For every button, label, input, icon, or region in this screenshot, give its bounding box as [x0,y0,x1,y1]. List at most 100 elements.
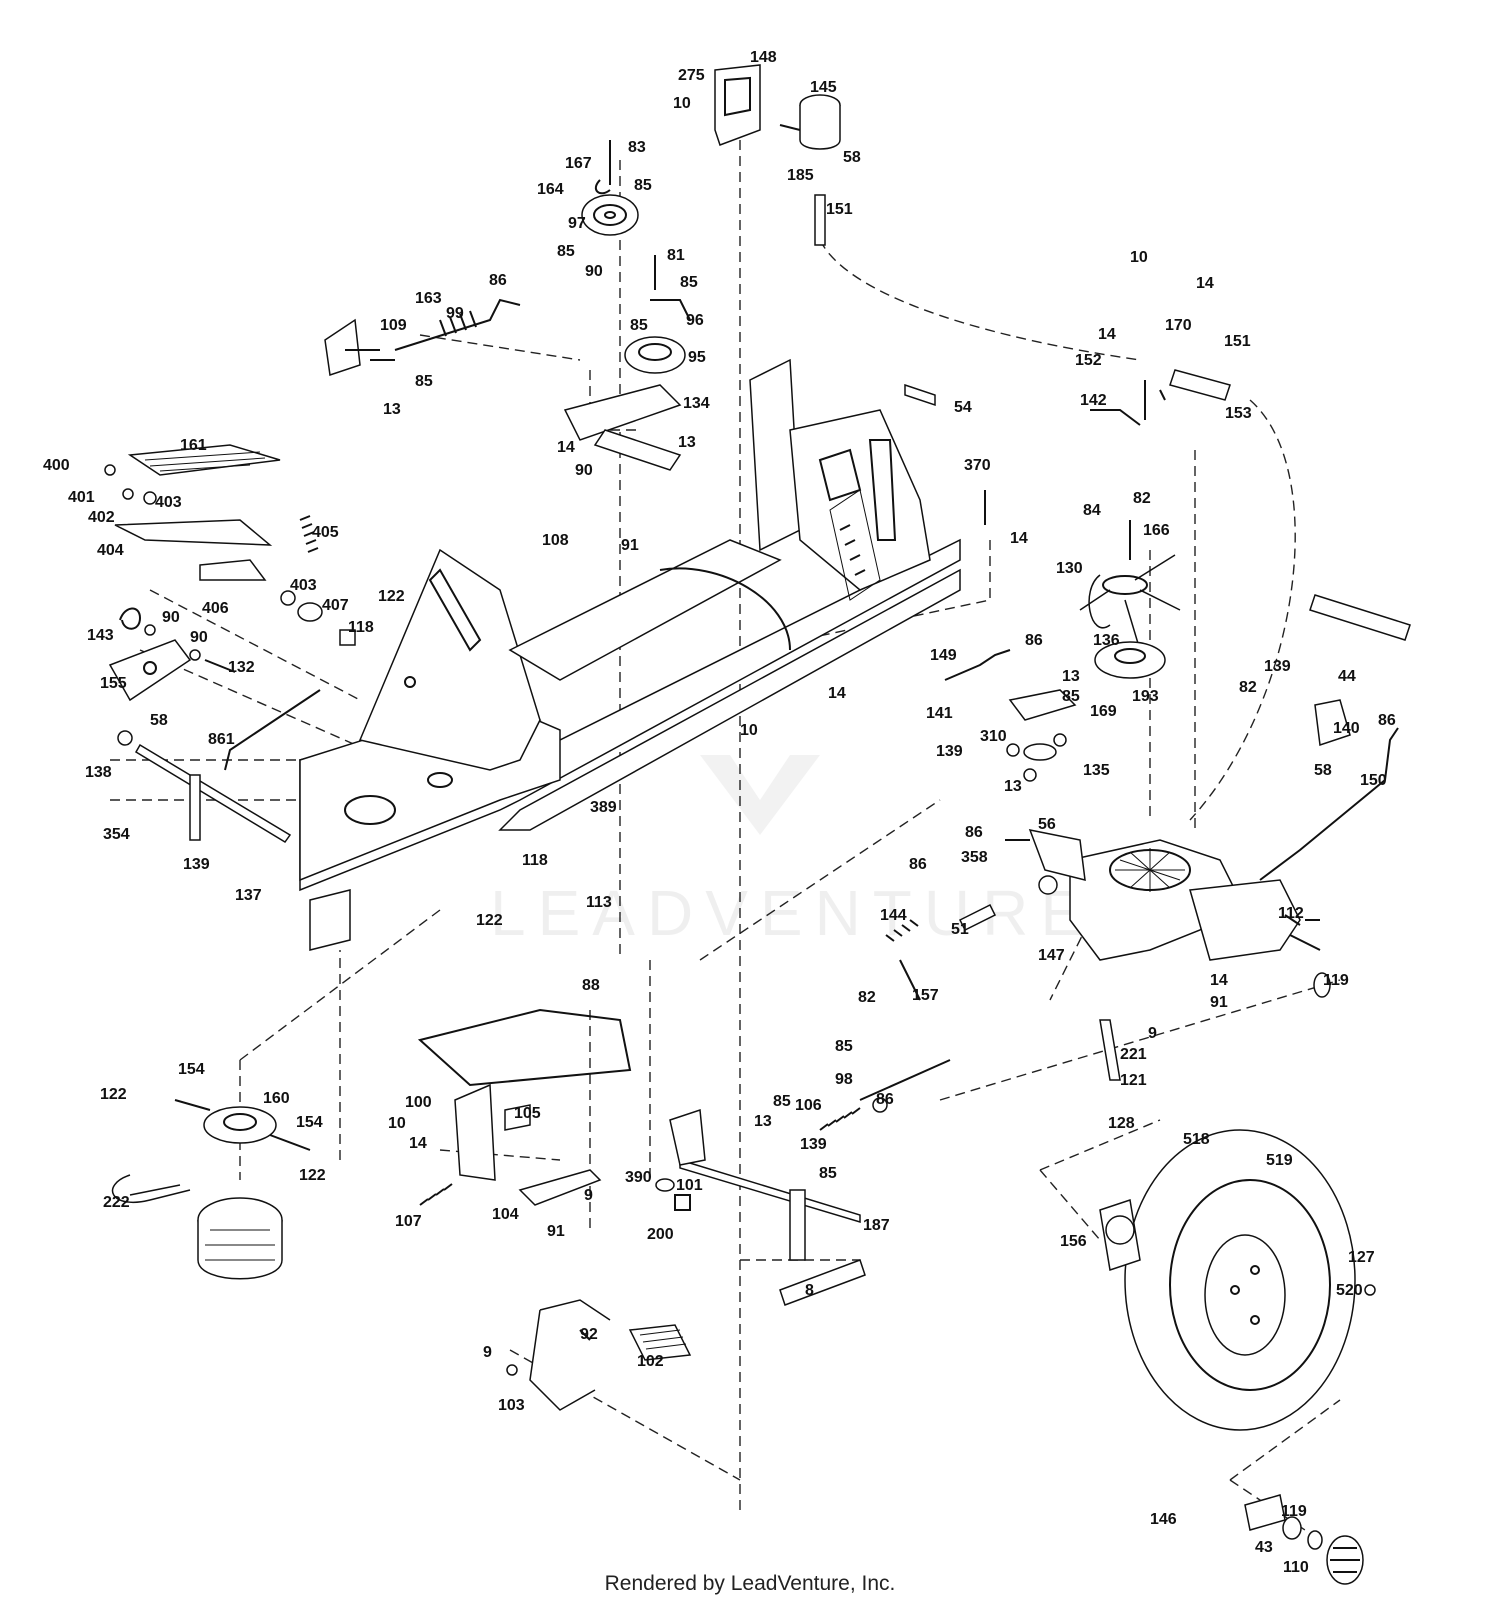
part-callout: 167 [565,155,592,172]
part-callout: 82 [1239,679,1257,696]
part-callout: 110 [1283,1559,1309,1576]
part-callout: 148 [750,49,777,66]
part-callout: 161 [180,437,207,454]
bracket-100 [417,1008,632,1206]
part-callout: 10 [740,722,758,739]
part-callout: 122 [476,912,503,929]
part-callout: 88 [582,977,600,994]
part-callout: 118 [348,619,374,636]
part-callout: 390 [625,1169,652,1186]
part-callout: 193 [1132,688,1159,705]
part-callout: 85 [773,1093,791,1110]
clutch-rod-assembly [324,298,521,376]
part-callout: 82 [1133,490,1151,507]
part-callout: 105 [514,1105,541,1122]
part-callout: 154 [296,1114,323,1131]
part-callout: 157 [912,987,939,1004]
part-callout: 81 [667,247,685,264]
part-callout: 127 [1348,1249,1375,1266]
part-callout: 166 [1143,522,1170,539]
part-callout: 139 [1264,658,1291,675]
part-callout: 151 [1224,333,1251,350]
part-callout: 108 [542,532,569,549]
frame-assembly [299,358,961,951]
part-callout: 99 [446,305,464,322]
part-callout: 56 [1038,816,1056,833]
part-callout: 518 [1183,1131,1210,1148]
part-callout: 9 [584,1187,593,1204]
part-callout: 405 [312,524,339,541]
part-callout: 101 [676,1177,703,1194]
part-callout: 136 [1093,632,1120,649]
part-callout: 154 [178,1061,205,1078]
part-callout: 85 [835,1038,853,1055]
part-callout: 100 [405,1094,432,1111]
part-callout: 519 [1266,1152,1293,1169]
part-callout: 160 [263,1090,290,1107]
part-callout: 14 [557,439,575,456]
part-callout: 141 [926,705,953,722]
engine-pulley-clutch [111,1099,311,1280]
part-callout: 14 [1098,326,1116,343]
part-callout: 520 [1336,1282,1363,1299]
part-callout: 13 [678,434,696,451]
part-callout: 90 [190,629,208,646]
part-callout: 96 [686,312,704,329]
part-callout: 221 [1120,1046,1147,1063]
part-callout: 358 [961,849,988,866]
part-callout: 149 [930,647,957,664]
callout-labels: 2751481014558185151831678516497859081859… [43,49,1396,1576]
part-callout: 145 [810,79,837,96]
part-callout: 86 [489,272,507,289]
part-callout: 163 [415,290,442,307]
part-callout: 90 [585,263,603,280]
part-callout: 14 [409,1135,427,1152]
part-callout: 130 [1056,560,1083,577]
part-callout: 85 [415,373,433,390]
part-callout: 13 [383,401,401,418]
part-callout: 403 [155,494,182,511]
part-callout: 44 [1338,668,1356,685]
part-callout: 86 [1378,712,1396,729]
part-callout: 102 [637,1353,664,1370]
part-callout: 86 [1025,632,1043,649]
part-callout: 134 [683,395,710,412]
pedal-shaft-187 [655,1108,866,1306]
part-callout: 113 [586,894,612,911]
part-callout: 403 [290,577,317,594]
part-callout: 90 [575,462,593,479]
part-callout: 82 [858,989,876,1006]
part-callout: 95 [688,349,706,366]
part-callout: 85 [634,177,652,194]
part-callout: 109 [380,317,407,334]
part-callout: 121 [1120,1072,1147,1089]
part-callout: 402 [88,509,115,526]
transaxle [1005,828,1331,998]
assembly-lines [110,140,1341,1541]
part-callout: 122 [100,1086,127,1103]
part-callout: 86 [876,1091,894,1108]
part-callout: 84 [1083,502,1101,519]
part-callout: 107 [395,1213,422,1230]
part-callout: 106 [795,1097,822,1114]
part-callout: 92 [580,1326,598,1343]
part-callout: 13 [1062,668,1080,685]
brake-rod-and-spring [819,903,1121,1131]
part-callout: 14 [1210,972,1228,989]
part-callout: 406 [202,600,229,617]
part-callout: 43 [1255,1539,1273,1556]
part-callout: 98 [835,1071,853,1088]
rendered-by-footer: Rendered by LeadVenture, Inc. [604,1572,896,1595]
part-callout: 140 [1333,720,1360,737]
part-callout: 139 [183,856,210,873]
part-callout: 54 [954,399,972,416]
part-callout: 85 [557,243,575,260]
part-callout: 119 [1281,1503,1307,1520]
part-callout: 122 [299,1167,326,1184]
part-callout: 187 [863,1217,890,1234]
part-callout: 169 [1090,703,1117,720]
part-callout: 142 [1080,392,1107,409]
part-callout: 13 [754,1113,772,1130]
part-callout: 222 [103,1194,130,1211]
